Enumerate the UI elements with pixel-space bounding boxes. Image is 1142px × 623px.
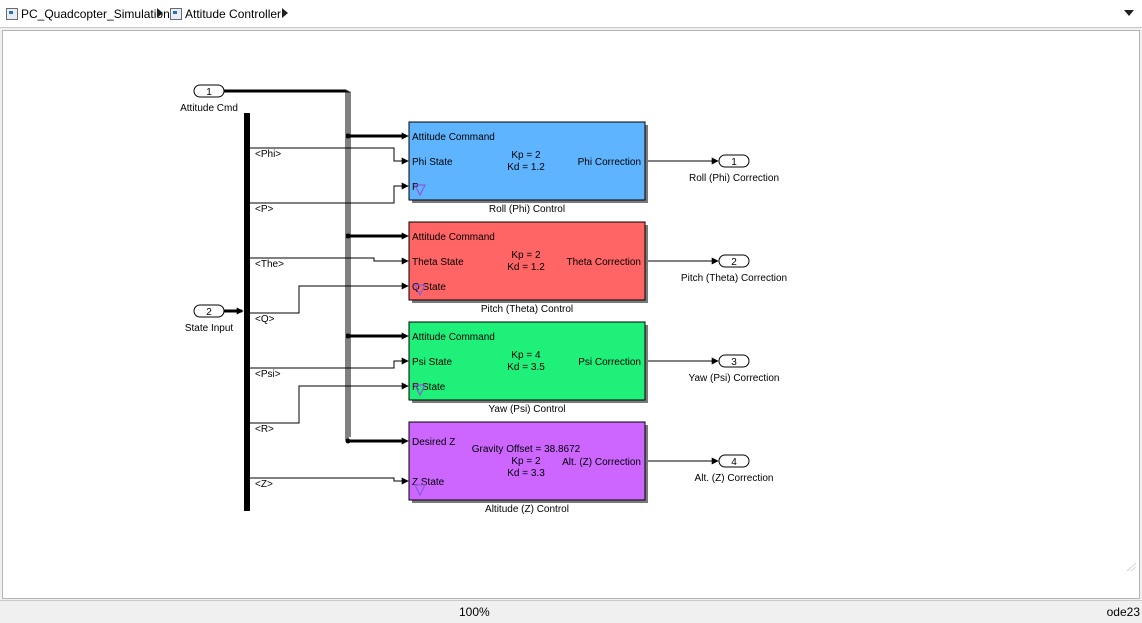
bus-signal-label: <Phi> bbox=[255, 149, 281, 160]
outport-label: Alt. (Z) Correction bbox=[695, 473, 774, 484]
chevron-down-icon[interactable] bbox=[1124, 10, 1134, 16]
bus-signal-line[interactable] bbox=[250, 257, 409, 265]
block-port-label: Z State bbox=[412, 477, 445, 488]
bus-signal-label: <Z> bbox=[255, 479, 273, 490]
branch-point bbox=[345, 333, 351, 339]
block-port-label: Phi State bbox=[412, 157, 453, 168]
breadcrumb-arrow-icon[interactable] bbox=[157, 8, 163, 18]
outport-number: 3 bbox=[731, 357, 737, 368]
block-body[interactable] bbox=[408, 121, 646, 201]
block-param: Kp = 2 bbox=[511, 456, 541, 467]
bus-signal-line[interactable] bbox=[250, 182, 409, 204]
block-port-label: Q State bbox=[412, 282, 446, 293]
outport-4[interactable] bbox=[718, 454, 750, 468]
block-output-label: Alt. (Z) Correction bbox=[562, 457, 641, 468]
solver-name[interactable]: ode23 bbox=[1106, 605, 1140, 619]
block-title: Pitch (Theta) Control bbox=[481, 304, 573, 315]
inport-label: State Input bbox=[185, 323, 234, 334]
block-param: Kp = 2 bbox=[511, 250, 541, 261]
branch-point bbox=[345, 133, 351, 139]
block-port-label: Theta State bbox=[412, 257, 464, 268]
block-output-label: Phi Correction bbox=[578, 157, 641, 168]
bus-signal-label: <The> bbox=[255, 259, 284, 270]
block-param: Kd = 3.3 bbox=[507, 468, 545, 479]
breadcrumb-root[interactable]: PC_Quadcopter_Simulation bbox=[6, 5, 170, 23]
bus-signal-line[interactable] bbox=[250, 477, 409, 485]
zoom-level[interactable]: 100% bbox=[459, 605, 490, 619]
outport-label: Pitch (Theta) Correction bbox=[681, 273, 787, 284]
block-output-label: Theta Correction bbox=[567, 257, 641, 268]
block-port-label: Desired Z bbox=[412, 437, 455, 448]
outport-number: 4 bbox=[731, 457, 737, 468]
bus-signal-label: <P> bbox=[255, 204, 274, 215]
bus-signal-label: <Q> bbox=[255, 314, 275, 325]
block-param: Kd = 1.2 bbox=[507, 162, 545, 173]
bus-signal-line[interactable] bbox=[250, 382, 409, 424]
outport-3[interactable] bbox=[718, 354, 750, 368]
block-port-label: Attitude Command bbox=[412, 332, 495, 343]
outport-label: Roll (Phi) Correction bbox=[689, 173, 779, 184]
inport-2[interactable] bbox=[193, 304, 225, 318]
outport-number: 2 bbox=[731, 257, 737, 268]
branch-point bbox=[345, 438, 351, 444]
block-title: Altitude (Z) Control bbox=[485, 504, 569, 515]
model-icon bbox=[6, 8, 18, 20]
branch-point bbox=[345, 233, 351, 239]
attitude-cmd-bus-line[interactable] bbox=[224, 91, 351, 437]
bus-signal-line[interactable] bbox=[250, 147, 409, 165]
block-port-label: Attitude Command bbox=[412, 232, 495, 243]
mask-arrow-icon bbox=[414, 284, 426, 297]
bus-signal-label: <R> bbox=[255, 424, 274, 435]
control-block[interactable]: Desired Z Z State Alt. (Z) Correction Gravi… bbox=[408, 421, 648, 515]
bus-signal-line[interactable] bbox=[250, 282, 409, 314]
bus-signal-label: <Psi> bbox=[255, 369, 281, 380]
breadcrumb-bar: PC_Quadcopter_Simulation Attitude Contro… bbox=[0, 0, 1142, 28]
bus-signal-line[interactable] bbox=[250, 357, 409, 369]
outport-1[interactable] bbox=[718, 154, 750, 168]
attitude-cmd-bus-line[interactable] bbox=[224, 90, 349, 439]
block-param: Kd = 3.5 bbox=[507, 362, 545, 373]
breadcrumb-root-label: PC_Quadcopter_Simulation bbox=[21, 7, 170, 21]
mask-arrow-icon bbox=[414, 184, 426, 197]
mask-arrow-icon bbox=[414, 384, 426, 397]
inport-1[interactable] bbox=[193, 84, 225, 98]
breadcrumb-arrow-icon[interactable] bbox=[282, 8, 288, 18]
inport-number: 1 bbox=[206, 87, 212, 98]
block-port-label: Psi State bbox=[412, 357, 452, 368]
block-output-label: Psi Correction bbox=[578, 357, 641, 368]
attitude-cmd-bus-line[interactable] bbox=[224, 89, 347, 441]
breadcrumb-current-label: Attitude Controller bbox=[185, 7, 282, 21]
block-body[interactable] bbox=[408, 321, 646, 401]
block-port-label: R State bbox=[412, 382, 446, 393]
outport-label: Yaw (Psi) Correction bbox=[689, 373, 780, 384]
bus-selector[interactable] bbox=[244, 113, 250, 511]
block-title: Yaw (Psi) Control bbox=[488, 404, 565, 415]
block-param: Kd = 1.2 bbox=[507, 262, 545, 273]
status-bar: 100% ode23 bbox=[0, 600, 1142, 623]
outport-2[interactable] bbox=[718, 254, 750, 268]
inport-number: 2 bbox=[206, 307, 212, 318]
block-port-label: P bbox=[412, 182, 419, 193]
subsystem-icon bbox=[170, 8, 182, 20]
breadcrumb-current[interactable]: Attitude Controller bbox=[170, 5, 281, 23]
block-param: Kp = 4 bbox=[511, 350, 541, 361]
block-title: Roll (Phi) Control bbox=[489, 204, 565, 215]
block-body[interactable] bbox=[408, 421, 646, 501]
resize-grip-icon[interactable] bbox=[1125, 562, 1137, 572]
block-param: Gravity Offset = 38.8672 bbox=[472, 444, 581, 455]
inport-label: Attitude Cmd bbox=[180, 103, 238, 114]
block-port-label: Attitude Command bbox=[412, 132, 495, 143]
block-body[interactable] bbox=[408, 221, 646, 301]
outport-number: 1 bbox=[731, 157, 737, 168]
block-param: Kp = 2 bbox=[511, 150, 541, 161]
mask-arrow-icon bbox=[414, 484, 426, 497]
